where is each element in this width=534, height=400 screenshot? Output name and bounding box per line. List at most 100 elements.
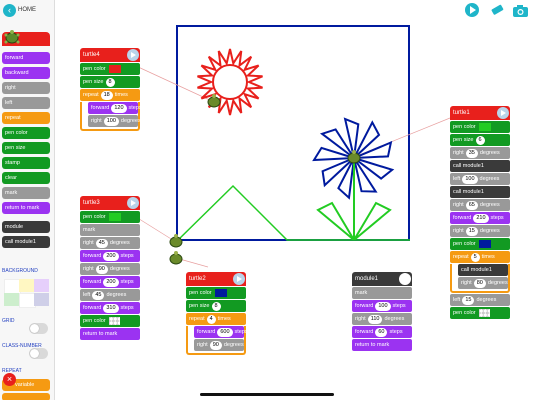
pen-color-block[interactable]: pen color [450, 307, 510, 319]
mark-block[interactable]: mark [80, 224, 140, 236]
sidebar-partial-block[interactable] [2, 393, 50, 400]
number-input[interactable]: 110 [367, 315, 383, 324]
sidebar-command-clear[interactable]: clear [2, 172, 50, 184]
number-input[interactable]: 100 [462, 175, 478, 184]
number-input[interactable]: 6 [475, 136, 485, 145]
play-all-button[interactable] [465, 3, 479, 17]
call-module1-block[interactable]: call module1 [450, 186, 510, 198]
number-input[interactable]: 60 [375, 328, 388, 337]
sidebar-command-left[interactable]: left [2, 97, 50, 109]
pen-color-swatch[interactable] [478, 239, 491, 248]
turtle3-header[interactable]: turtle3 [80, 196, 140, 210]
pen-color-block[interactable]: pen color [80, 211, 140, 223]
sidebar-command-pen-size[interactable]: pen size [2, 142, 50, 154]
sidebar-command-return-to-mark[interactable]: return to mark [2, 202, 50, 214]
number-input[interactable]: 200 [103, 252, 119, 261]
number-input[interactable]: 45 [95, 239, 108, 248]
pen-color-block[interactable]: pen color [80, 63, 140, 75]
call-module1-block[interactable]: call module1 [450, 160, 510, 172]
mark-block[interactable]: mark [352, 287, 412, 299]
bg-swatch-periwinkle[interactable] [34, 293, 49, 306]
sidebar-command-pen-color[interactable]: pen color [2, 127, 50, 139]
call-module1-block[interactable]: call module1 [458, 264, 508, 276]
number-input[interactable]: 15 [465, 227, 478, 236]
pen-color-swatch[interactable] [108, 64, 121, 73]
pen-color-block[interactable]: pen color [450, 121, 510, 133]
turtle3-play-button[interactable] [127, 197, 139, 209]
pen-color-block[interactable]: pen color [80, 315, 140, 327]
home-button[interactable]: ‹ HOME [3, 3, 49, 17]
number-input[interactable]: 100 [375, 302, 391, 311]
sidebar-command-repeat[interactable]: repeat [2, 112, 50, 124]
bg-swatch-green[interactable] [4, 293, 19, 306]
number-input[interactable]: 210 [473, 214, 489, 223]
sidebar-command-forward[interactable]: forward [2, 52, 50, 64]
number-input[interactable]: 310 [103, 304, 119, 313]
module1-add-button[interactable] [399, 273, 411, 285]
turtle4-header[interactable]: turtle4 [80, 48, 140, 62]
turtle4-play-button[interactable] [127, 49, 139, 61]
number-input[interactable]: 45 [92, 291, 105, 300]
sidebar-command-backward[interactable]: backward [2, 67, 50, 79]
turtle2-header[interactable]: turtle2 [186, 272, 246, 286]
sidebar-command-mark[interactable]: mark [2, 187, 50, 199]
transparent-color-swatch[interactable] [108, 316, 120, 325]
transparent-color-swatch[interactable] [478, 308, 490, 317]
return-to-mark-block[interactable]: return to mark [352, 339, 412, 351]
bg-swatch-lavender[interactable] [34, 279, 49, 292]
class-number-toggle[interactable] [29, 348, 48, 359]
turtle1-header[interactable]: turtle1 [450, 106, 510, 120]
number-input[interactable]: 80 [473, 279, 486, 288]
number-input[interactable]: 90 [95, 265, 108, 274]
number-input[interactable]: 15 [462, 296, 475, 305]
pen-color-block[interactable]: pen color [450, 238, 510, 250]
module1-header[interactable]: module1 [352, 272, 412, 286]
number-input[interactable]: 35 [465, 149, 478, 158]
sidebar-command-module[interactable]: module [2, 221, 50, 233]
close-icon[interactable]: × [3, 373, 16, 386]
grid-toggle[interactable] [29, 323, 48, 334]
pen-color-swatch[interactable] [478, 122, 491, 131]
pen-color-swatch[interactable] [108, 212, 121, 221]
camera-icon[interactable] [513, 4, 528, 17]
turtle1-play-button[interactable] [497, 107, 509, 119]
eraser-icon[interactable] [490, 4, 504, 16]
number-input[interactable]: 65 [465, 201, 478, 210]
sidebar-command-right[interactable]: right [2, 82, 50, 94]
turtle2-play-button[interactable] [233, 273, 245, 285]
pen-color-swatch[interactable] [214, 288, 227, 297]
pen-color-block[interactable]: pen color [186, 287, 246, 299]
bg-swatch-yellow[interactable] [19, 279, 34, 292]
